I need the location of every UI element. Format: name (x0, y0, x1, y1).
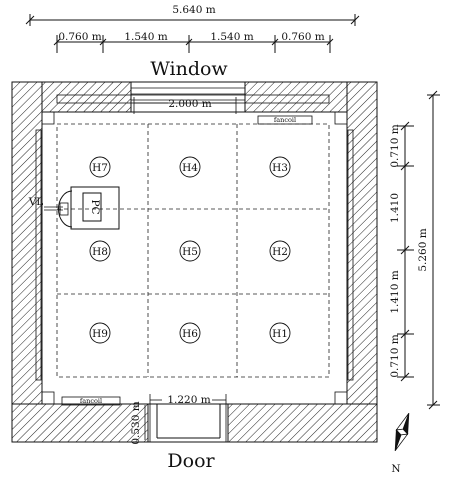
heater-h6: H6 (179, 322, 201, 344)
door-width-label: 1.220 m (167, 394, 210, 406)
heater-label: H4 (182, 162, 198, 174)
heater-circle (89, 156, 111, 178)
heater-circle (179, 240, 201, 262)
right-wall-strip (347, 129, 354, 381)
heater-circle (89, 322, 111, 344)
corner-pillars (41, 111, 348, 405)
fancoil-bottom-label: fancoil (80, 397, 102, 405)
heater-label: H1 (272, 328, 288, 340)
window-sill (56, 94, 330, 104)
door-depth-label: 0.530 m (130, 401, 142, 444)
heater-h7: H7 (89, 156, 111, 178)
heater-h2: H2 (269, 240, 291, 262)
right-dimension-segments: 0.710 m 1.410 1.410 m 0.710 m (389, 121, 414, 382)
heater-label: H9 (92, 328, 108, 340)
heater-h5: H5 (179, 240, 201, 262)
seg-left-inner-label: 1.540 m (124, 31, 167, 43)
top-dimension-total: 5.640 m (25, 4, 360, 26)
v-lower-mid-label: 1.410 m (389, 270, 401, 313)
heater-h8: H8 (89, 240, 111, 262)
vl-label: VL (28, 196, 44, 208)
heater-label: H8 (92, 246, 108, 258)
total-height-label: 5.260 m (417, 228, 429, 271)
door: 1.220 m 0.530 m (130, 394, 229, 445)
seg-right-outer-label: 0.760 m (281, 31, 324, 43)
v-bottom-label: 0.710 m (389, 334, 401, 377)
heater-label: H2 (272, 246, 288, 258)
pc-station: VL PC (28, 186, 120, 230)
heater-label: H5 (182, 246, 198, 258)
walls (11, 81, 378, 443)
heater-h3: H3 (269, 156, 291, 178)
top-dimension-segments: 0.760 m 1.540 m 1.540 m 0.760 m (53, 31, 334, 53)
fancoil-bottom: fancoil (61, 396, 121, 406)
window-label: Window (150, 58, 228, 80)
left-wall-strip (35, 129, 42, 381)
window-width-label: 2.000 m (168, 98, 211, 110)
heater-label: H3 (272, 162, 288, 174)
seg-right-inner-label: 1.540 m (210, 31, 253, 43)
measurement-grid (56, 123, 330, 378)
heater-circle (269, 156, 291, 178)
north-label: N (391, 463, 400, 475)
window-dimension: 2.000 m (133, 97, 237, 114)
v-upper-mid-label: 1.410 (389, 193, 401, 223)
heater-circle (179, 322, 201, 344)
heater-label: H6 (182, 328, 198, 340)
heater-circle (89, 240, 111, 262)
door-label: Door (167, 450, 215, 472)
heater-h1: H1 (269, 322, 291, 344)
right-dimension-total: 5.260 m (417, 90, 440, 410)
pc-label: PC (89, 199, 101, 214)
heater-label: H7 (92, 162, 108, 174)
heater-circle (269, 322, 291, 344)
heater-h9: H9 (89, 322, 111, 344)
heater-circle (269, 240, 291, 262)
heater-h4: H4 (179, 156, 201, 178)
heater-circle (179, 156, 201, 178)
v-top-label: 0.710 m (389, 124, 401, 167)
total-width-label: 5.640 m (172, 4, 215, 16)
seg-left-outer-label: 0.760 m (58, 31, 101, 43)
fancoil-top-label: fancoil (274, 116, 296, 124)
north-arrow-icon (394, 412, 410, 452)
